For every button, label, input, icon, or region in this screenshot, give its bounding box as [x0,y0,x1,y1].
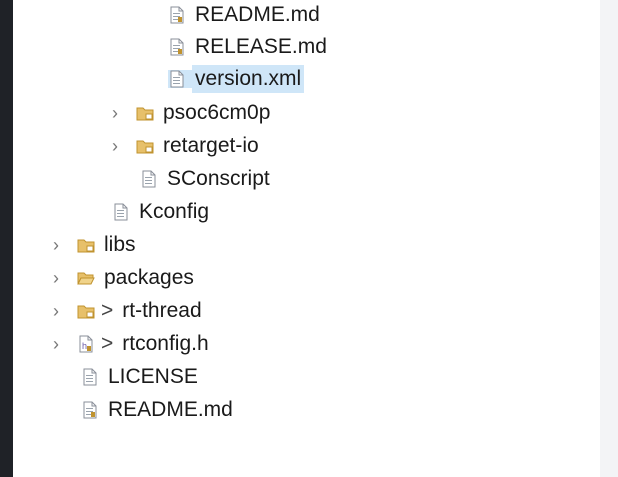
tree-item-packages[interactable]: › packages [53,263,197,293]
svg-text:h: h [82,341,87,351]
file-icon [168,38,186,56]
tree-item-label: rtconfig.h [122,332,209,355]
git-change-marker: > [101,299,114,322]
git-change-marker: > [101,332,114,355]
tree-item-retarget-io[interactable]: › retarget-io [112,131,262,161]
tree-item-readme-md-root[interactable]: › README.md [57,395,236,425]
tree-item-label: retarget-io [163,134,259,157]
chevron-right-icon[interactable]: › [112,136,118,156]
tree-item-label: rt-thread [122,299,202,322]
folder-open-icon [77,269,95,287]
tree-item-label: psoc6cm0p [163,101,271,124]
folder-icon [77,302,95,320]
tree-item-label: README.md [108,398,233,421]
left-panel-edge [0,0,13,477]
scrollbar-track[interactable] [600,0,618,477]
tree-item-label: packages [104,266,194,289]
tree-item-psoc6cm0p[interactable]: › psoc6cm0p [112,98,273,128]
tree-item-rt-thread[interactable]: › > rt-thread [53,296,205,326]
folder-icon [77,236,95,254]
folder-icon [136,137,154,155]
file-icon [140,170,158,188]
chevron-right-icon[interactable]: › [53,235,59,255]
tree-item-license[interactable]: › LICENSE [57,362,201,392]
tree-item-kconfig[interactable]: › Kconfig [88,197,212,227]
tree-item-sconscript[interactable]: › SConscript [116,164,273,194]
chevron-right-icon[interactable]: › [53,268,59,288]
project-explorer-tree: › README.md › RELEASE.md › version.xml ›… [13,0,600,477]
tree-item-label: SConscript [167,167,270,190]
tree-item-label: Kconfig [139,200,210,223]
tree-item-version-xml[interactable]: › version.xml [144,64,305,94]
file-icon [112,203,130,221]
tree-item-libs[interactable]: › libs [53,230,139,260]
tree-item-release-md[interactable]: › RELEASE.md [144,32,330,62]
xml-file-icon [168,70,192,88]
tree-item-label: RELEASE.md [195,35,327,58]
tree-item-label: version.xml [192,65,305,93]
tree-item-rtconfig-h[interactable]: › h > rtconfig.h [53,329,212,359]
tree-item-label: README.md [195,3,320,26]
tree-item-label: LICENSE [108,365,198,388]
chevron-right-icon[interactable]: › [53,301,59,321]
file-icon [81,401,99,419]
header-file-icon: h [77,335,95,353]
chevron-right-icon[interactable]: › [53,334,59,354]
tree-item-label: libs [104,233,136,256]
tree-item-readme-md[interactable]: › README.md [144,0,323,30]
file-icon [168,6,186,24]
chevron-right-icon[interactable]: › [112,103,118,123]
file-icon [81,368,99,386]
folder-icon [136,104,154,122]
